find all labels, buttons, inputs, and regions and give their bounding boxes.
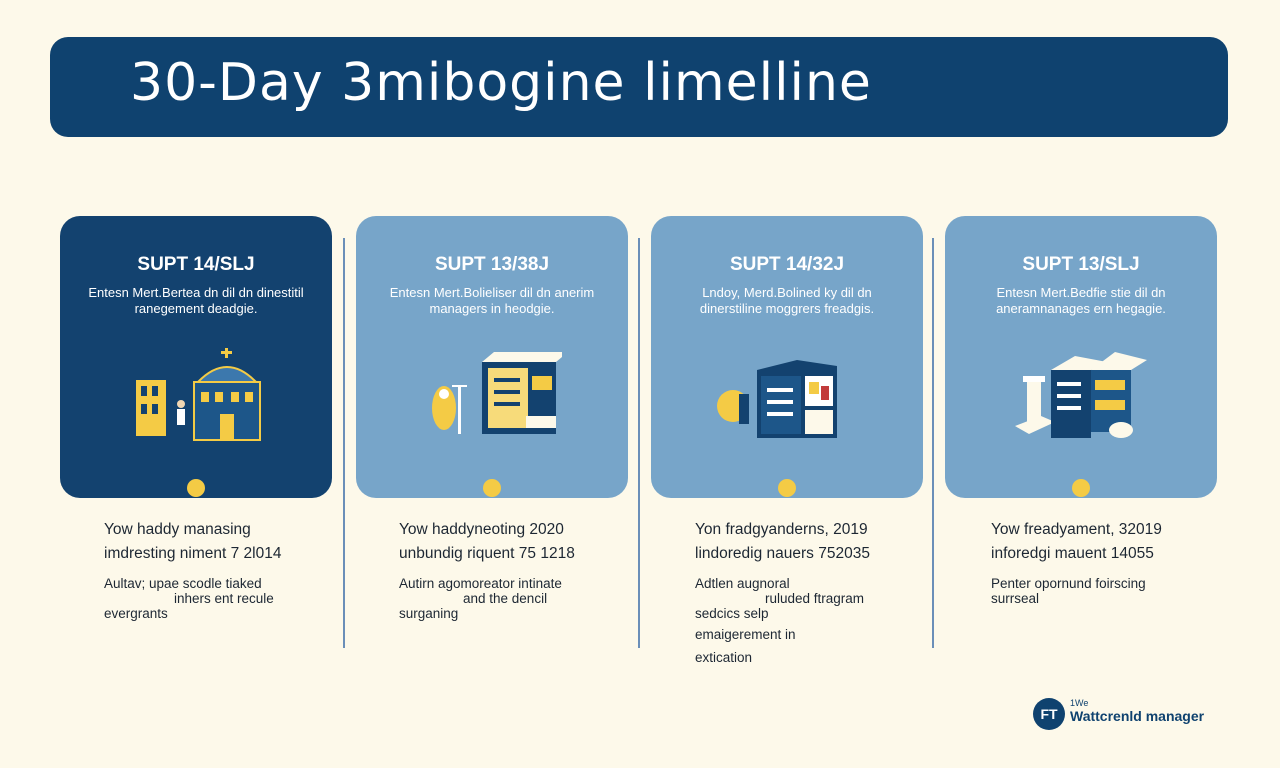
text-line: Yow haddyneoting 2020 xyxy=(399,521,564,538)
note-line: Penter opornund foirscing xyxy=(991,576,1146,591)
note-line: emaigerement in xyxy=(695,627,796,642)
school-building-icon xyxy=(136,348,261,441)
note: Autirn agomoreator intinate and the denc… xyxy=(399,576,639,621)
title-banner: 30-Day 3mibogine limelline xyxy=(50,37,1228,137)
card-date: SUPT 13/SLJ xyxy=(1022,254,1140,275)
note-line: Aultav; upae scodle tiaked xyxy=(104,576,262,591)
file-cabinet-icon xyxy=(432,352,562,434)
note-line: surrseal xyxy=(991,591,1040,606)
timeline-text-3: Yon fradgyanderns, 2019 lindoredig nauer… xyxy=(695,518,935,665)
document-storage-icon xyxy=(717,360,837,438)
timeline-card-1: SUPT 14/SLJ Entesn Mert.Bertea dn dil dn… xyxy=(60,216,332,498)
timeline-card-3: SUPT 14/32J Lndoy, Merd.Bolined ky dil d… xyxy=(651,216,923,498)
note-line: Autirn agomoreator intinate xyxy=(399,576,562,591)
note: Aultav; upae scodle tiaked inhers ent re… xyxy=(104,576,344,621)
timeline-divider xyxy=(932,238,934,648)
text-line: Yow freadyament, 32019 xyxy=(991,521,1162,538)
timeline-dot xyxy=(778,479,796,497)
text-line: imdresting niment 7 2l014 xyxy=(104,545,282,562)
card-description: Entesn Mert.Bedfie stie dil dn aneramnan… xyxy=(996,285,1166,316)
note-line: extication xyxy=(695,650,753,665)
note-line: sedcics selp xyxy=(695,606,769,621)
timeline-divider xyxy=(638,238,640,648)
logo-name: Wattcrenld manager xyxy=(1070,708,1205,724)
note-line: inhers ent recule xyxy=(174,591,274,606)
logo-badge: FT xyxy=(1033,698,1065,730)
note-line: Adtlen augnoral xyxy=(695,576,790,591)
card-date: SUPT 13/38J xyxy=(434,254,550,275)
timeline-dot xyxy=(1072,479,1090,497)
card-description: Entesn Mert.Bolieliser dil dn anerim man… xyxy=(389,285,595,316)
card-description: Entesn Mert.Bertea dn dil dn dinestitil … xyxy=(88,285,304,316)
note: Adtlen augnoral ruluded ftragram sedcics… xyxy=(695,576,935,665)
note-line: evergrants xyxy=(104,606,168,621)
timeline-dot xyxy=(187,479,205,497)
note: Penter opornund foirscing surrseal xyxy=(991,576,1231,606)
timeline-card-4: SUPT 13/SLJ Entesn Mert.Bedfie stie dil … xyxy=(945,216,1217,498)
note-line: ruluded ftragram xyxy=(765,591,865,606)
timeline-divider xyxy=(343,238,345,648)
card-date: SUPT 14/SLJ xyxy=(137,254,255,275)
timeline-text-2: Yow haddyneoting 2020 unbundig riquent 7… xyxy=(399,518,639,621)
logo-small-text: 1We xyxy=(1070,698,1089,708)
text-line: Yow haddy manasing xyxy=(104,521,251,538)
note-line: surganing xyxy=(399,606,459,621)
text-line: lindoredig nauers 752035 xyxy=(695,545,870,562)
text-line: inforedgi mauent 14055 xyxy=(991,545,1154,562)
card-date: SUPT 14/32J xyxy=(729,254,845,275)
timeline-card-2: SUPT 13/38J Entesn Mert.Bolieliser dil d… xyxy=(356,216,628,498)
text-line: Yon fradgyanderns, 2019 xyxy=(695,521,868,538)
page-title: 30-Day 3mibogine limelline xyxy=(130,53,872,113)
note-line: and the dencil xyxy=(463,591,548,606)
timeline-text-1: Yow haddy manasing imdresting niment 7 2… xyxy=(104,518,344,621)
card-description: Lndoy, Merd.Bolined ky dil dn dinerstili… xyxy=(699,285,875,316)
timeline-dot xyxy=(483,479,501,497)
timeline-text-4: Yow freadyament, 32019 inforedgi mauent … xyxy=(991,518,1231,606)
archive-shelves-icon xyxy=(1015,352,1147,438)
text-line: unbundig riquent 75 1218 xyxy=(399,545,575,562)
